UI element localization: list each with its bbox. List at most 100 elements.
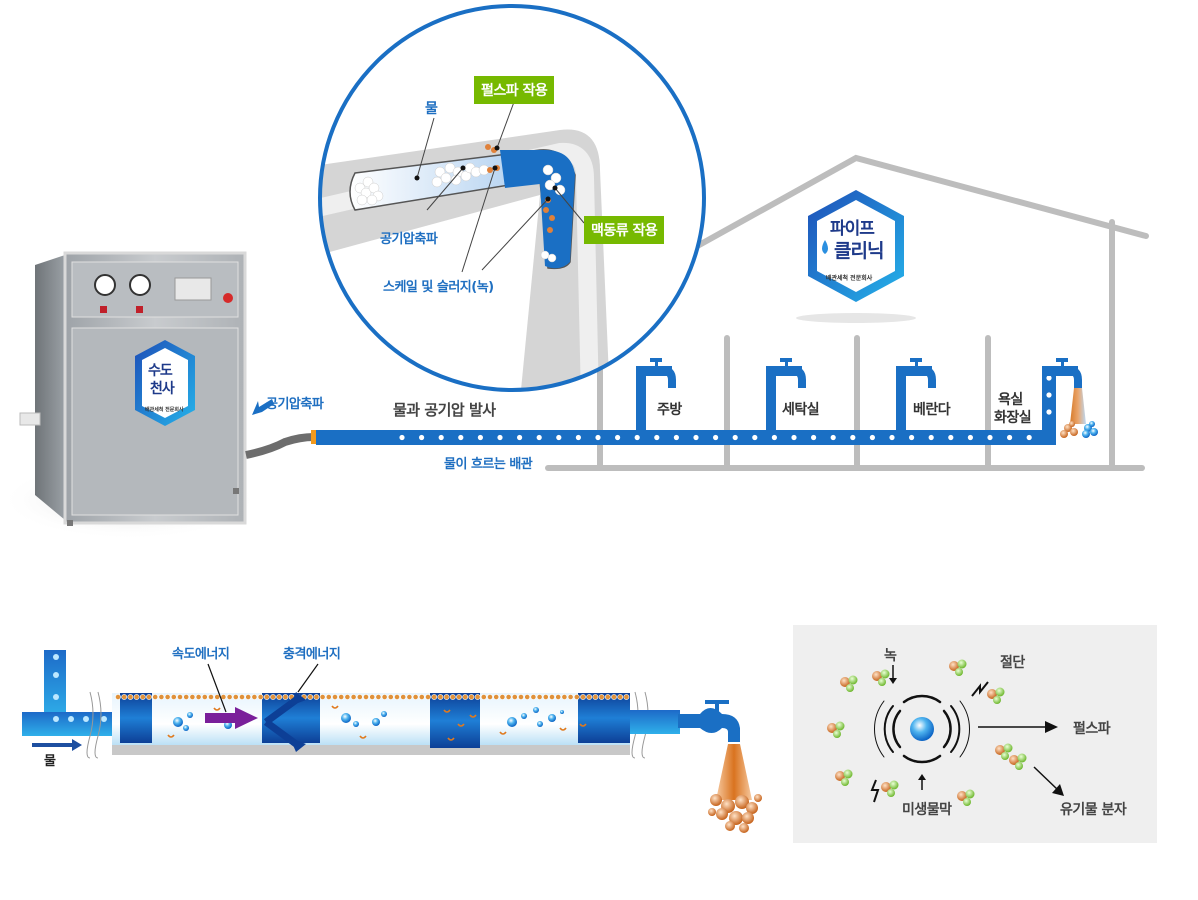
- scale-particle: [480, 694, 487, 700]
- molecule-atom: [1017, 753, 1027, 763]
- pipe-dot: [536, 434, 542, 441]
- label-water-pipe: 물이 흐르는 배관: [444, 457, 533, 472]
- scale-particle: [456, 694, 462, 700]
- scale-particle: [270, 694, 276, 700]
- pipe-dot: [811, 434, 817, 441]
- scale-particle: [412, 694, 419, 700]
- pipe-dot: [615, 434, 621, 441]
- scale-particle: [232, 694, 239, 700]
- rust-flake: [447, 737, 455, 741]
- rust-flake: [469, 714, 477, 718]
- scale-particle: [356, 694, 363, 700]
- rust-flake: [213, 707, 221, 711]
- pipe-clinic-logo: [808, 190, 904, 302]
- label-water-inlet: 물: [44, 754, 56, 769]
- pressure-gauge-icon: [94, 274, 116, 296]
- scale-particle: [474, 694, 481, 700]
- molecule-atom: [955, 668, 963, 676]
- cleaning-machine: [0, 251, 260, 540]
- molecule-atom: [840, 677, 850, 687]
- molecule-atom: [1001, 752, 1009, 760]
- scale-particle: [549, 694, 555, 700]
- rust-flake: [579, 723, 587, 727]
- scale-particle: [437, 694, 444, 700]
- pipe-dot: [673, 434, 680, 441]
- scale-particle: [139, 694, 146, 700]
- scale-particle: [462, 694, 469, 700]
- lightning-icon: [870, 779, 880, 803]
- scale-particle: [443, 694, 450, 700]
- molecule-atom: [848, 675, 858, 685]
- molecule-atom: [872, 671, 882, 681]
- rust-bubble: [739, 823, 749, 833]
- scale-particle: [208, 694, 214, 700]
- room-kitchen: 주방: [657, 402, 682, 418]
- water-drop-icon: [822, 240, 828, 254]
- machine-logo-sub: 배관세척 전문회사: [145, 407, 184, 413]
- molecule-atom: [880, 669, 890, 679]
- label-hose-air-wave: 공기압축파: [266, 397, 324, 412]
- air-bubble: [548, 714, 556, 722]
- scale-particle: [573, 694, 580, 700]
- label-air-compression-wave: 공기압축파: [380, 232, 438, 247]
- pipe-dot: [497, 434, 503, 441]
- molecule-atom: [833, 730, 841, 738]
- scale-particle: [127, 694, 134, 700]
- rust-bubble: [710, 794, 722, 806]
- scale-particle: [338, 694, 345, 700]
- scale-particle: [350, 694, 357, 700]
- pipe-dot: [438, 434, 444, 441]
- pipe-dot: [791, 434, 797, 441]
- scale-particle: [319, 694, 326, 700]
- pipe-dot: [732, 434, 738, 441]
- label-cut: 절단: [1000, 655, 1025, 671]
- pipe-dot: [830, 434, 836, 441]
- scale-particle: [505, 694, 512, 700]
- scale-particle: [195, 694, 202, 700]
- pipe-dot: [1046, 375, 1052, 381]
- rust-bubble: [716, 808, 728, 820]
- air-bubble: [187, 712, 193, 718]
- scale-particle: [468, 694, 475, 700]
- rust-bubble: [754, 794, 762, 802]
- velocity-arrow-icon: [205, 707, 258, 729]
- pipe-dot: [850, 434, 856, 441]
- pulse-source-ball: [910, 717, 934, 741]
- molecule-atom: [1015, 762, 1023, 770]
- molecule-atom: [881, 782, 891, 792]
- pipe-dot: [399, 434, 405, 441]
- pressure-gauge-icon: [129, 274, 151, 296]
- scale-particle: [592, 694, 599, 700]
- rust-flake: [499, 731, 507, 735]
- bottom-pipe-diagram: [22, 650, 762, 833]
- label-biofilm: 미생물막: [902, 802, 952, 818]
- pipe-dot: [771, 434, 778, 441]
- scale-particle: [387, 694, 394, 700]
- molecule-atom: [995, 745, 1005, 755]
- main-water-pipe: [316, 368, 1056, 445]
- scale-particle: [530, 694, 537, 700]
- scale-particle: [375, 694, 382, 700]
- air-bubble: [507, 717, 517, 727]
- pipe-dot: [477, 434, 483, 441]
- faucet-icon: [636, 358, 676, 434]
- molecule-atom: [987, 689, 997, 699]
- scale-particle: [617, 694, 624, 700]
- scale-particle: [158, 694, 165, 700]
- scale-particle: [418, 694, 425, 700]
- scale-particle: [189, 694, 196, 700]
- pipe-dot: [458, 434, 464, 441]
- pipe-dot: [1046, 409, 1052, 415]
- pipe-dot: [693, 434, 699, 441]
- scale-particle: [586, 694, 593, 700]
- room-laundry: 세탁실: [782, 402, 820, 418]
- air-bubble: [533, 707, 539, 713]
- scale-particle: [146, 694, 152, 700]
- air-bubble: [173, 717, 183, 727]
- hose-coupling: [311, 430, 316, 444]
- molecule-atom: [963, 798, 971, 806]
- pipe-dot: [987, 434, 993, 441]
- house-logo-line1: 파이프: [830, 219, 875, 239]
- rust-flake: [331, 705, 339, 709]
- emergency-stop-icon: [223, 293, 233, 303]
